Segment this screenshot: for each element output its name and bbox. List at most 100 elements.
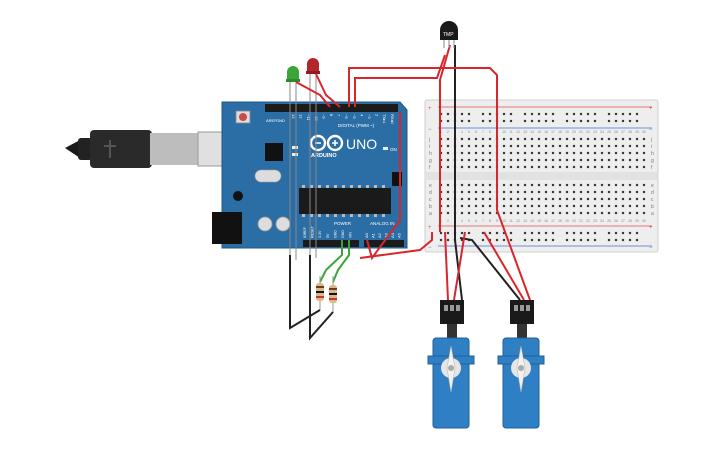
servo-2[interactable] bbox=[497, 300, 545, 429]
digital-pin-label: 13 bbox=[291, 114, 296, 119]
breadboard-column-label: 10 bbox=[502, 219, 506, 223]
bottom-minus-rail-label: − bbox=[428, 245, 432, 251]
breadboard-column-label: 24 bbox=[600, 130, 604, 134]
breadboard-row-label: b bbox=[429, 204, 432, 210]
breadboard-column-label: 5 bbox=[468, 130, 470, 134]
top-plus-rail-label: + bbox=[428, 106, 432, 112]
breadboard-column-label: 15 bbox=[537, 130, 541, 134]
breadboard-column-label: 24 bbox=[600, 219, 604, 223]
breadboard-column-label: 15 bbox=[537, 219, 541, 223]
analog-header bbox=[364, 240, 404, 247]
tmp-sensor[interactable]: TMP bbox=[440, 21, 458, 48]
breadboard-column-label: 2 bbox=[447, 130, 449, 134]
digital-header bbox=[265, 104, 398, 112]
breadboard-column-label: 23 bbox=[593, 219, 597, 223]
analog-pin-label: A5 bbox=[397, 232, 402, 238]
green-led[interactable] bbox=[286, 66, 300, 260]
breadboard-column-label: 4 bbox=[461, 130, 463, 134]
digital-pin-label: TX▸1 bbox=[382, 114, 387, 124]
analog-pin-label: A1 bbox=[371, 232, 376, 238]
breadboard-row-label: f bbox=[651, 165, 653, 171]
breadboard-column-label: 29 bbox=[635, 219, 639, 223]
breadboard-column-label: 11 bbox=[509, 130, 513, 134]
arduino-logo-icon bbox=[309, 134, 344, 152]
breadboard-column-label: 25 bbox=[607, 130, 611, 134]
gnd-label: GND bbox=[276, 118, 285, 123]
power-pin-label: 3.3V bbox=[318, 230, 322, 238]
breadboard-row-label: a bbox=[429, 211, 432, 217]
breadboard-row-label: c bbox=[429, 197, 432, 203]
breadboard-column-label: 11 bbox=[509, 219, 513, 223]
breadboard-column-label: 7 bbox=[482, 130, 484, 134]
digital-pin-label: 12 bbox=[299, 114, 304, 119]
breadboard-column-label: 13 bbox=[523, 219, 527, 223]
breadboard-row-label: i bbox=[651, 144, 652, 150]
breadboard-column-label: 9 bbox=[496, 219, 498, 223]
digital-pin-label: ~9 bbox=[321, 114, 326, 119]
breadboard-column-label: 18 bbox=[558, 219, 562, 223]
breadboard-column-label: 26 bbox=[614, 130, 618, 134]
breadboard-column-label: 30 bbox=[642, 130, 646, 134]
analog-pin-label: A4 bbox=[390, 232, 395, 238]
power-pin-label: VIN bbox=[349, 232, 353, 238]
breadboard-column-label: 7 bbox=[482, 219, 484, 223]
tmp-label: TMP bbox=[443, 32, 454, 38]
breadboard-column-label: 21 bbox=[579, 130, 583, 134]
breadboard-column-label: 14 bbox=[530, 130, 534, 134]
power-pin-label: RESET bbox=[311, 225, 315, 238]
on-label: ON bbox=[390, 147, 397, 152]
breadboard-column-label: 17 bbox=[551, 219, 555, 223]
breadboard-column-label: 6 bbox=[475, 219, 477, 223]
breadboard-column-labels: 1122334455667788991010111112121313141415… bbox=[440, 130, 646, 223]
breadboard-row-label: i bbox=[429, 144, 430, 150]
bottom-plus-rail-label: + bbox=[428, 225, 432, 231]
breadboard-column-label: 27 bbox=[621, 130, 625, 134]
red-wires[interactable] bbox=[295, 44, 531, 301]
breadboard-row-label: j bbox=[428, 137, 430, 143]
breadboard-column-label: 12 bbox=[516, 130, 520, 134]
analog-pin-label: A0 bbox=[364, 232, 369, 238]
breadboard-column-label: 10 bbox=[502, 130, 506, 134]
arduino-brand-text: ARDUINO bbox=[311, 153, 337, 159]
power-pin-label: 5V bbox=[326, 233, 330, 238]
breadboard-column-label: 22 bbox=[586, 219, 590, 223]
power-pin-label: GND bbox=[341, 230, 345, 238]
aref-label: AREF bbox=[266, 118, 277, 123]
digital-label: DIGITAL (PWM ~) bbox=[338, 123, 375, 128]
bottom-plus-rail-label-right: + bbox=[649, 225, 653, 231]
breadboard-column-label: 26 bbox=[614, 219, 618, 223]
breadboard-column-label: 20 bbox=[572, 130, 576, 134]
breadboard-column-label: 6 bbox=[475, 130, 477, 134]
breadboard-row-label: c bbox=[651, 197, 654, 203]
resistor-1[interactable] bbox=[316, 276, 324, 310]
breadboard-column-label: 19 bbox=[565, 219, 569, 223]
breadboard-column-label: 25 bbox=[607, 219, 611, 223]
breadboard-column-label: 8 bbox=[489, 130, 491, 134]
top-minus-rail-label-right: − bbox=[649, 127, 653, 133]
breadboard-row-label: b bbox=[651, 204, 654, 210]
digital-pin-label: RX◂0 bbox=[390, 114, 395, 125]
breadboard-column-label: 17 bbox=[551, 130, 555, 134]
breadboard-column-label: 14 bbox=[530, 219, 534, 223]
breadboard-column-label: 16 bbox=[544, 219, 548, 223]
breadboard-column-label: 5 bbox=[468, 219, 470, 223]
red-led[interactable] bbox=[306, 58, 320, 258]
breadboard-row-label: a bbox=[651, 211, 654, 217]
breadboard-column-label: 22 bbox=[586, 130, 590, 134]
resistor-2[interactable] bbox=[329, 276, 337, 312]
breadboard-row-label: g bbox=[651, 158, 654, 164]
breadboard-column-label: 28 bbox=[628, 130, 632, 134]
breadboard-column-label: 13 bbox=[523, 130, 527, 134]
digital-pin-label: ~3 bbox=[367, 114, 372, 119]
atmega-chip bbox=[299, 188, 391, 214]
servo-1[interactable] bbox=[427, 300, 475, 429]
breadboard-column-label: 23 bbox=[593, 130, 597, 134]
green-wires[interactable] bbox=[319, 240, 350, 283]
digital-pin-label: 7 bbox=[337, 114, 342, 117]
digital-pin-label: ~6 bbox=[344, 114, 349, 119]
breadboard-column-label: 4 bbox=[461, 219, 463, 223]
